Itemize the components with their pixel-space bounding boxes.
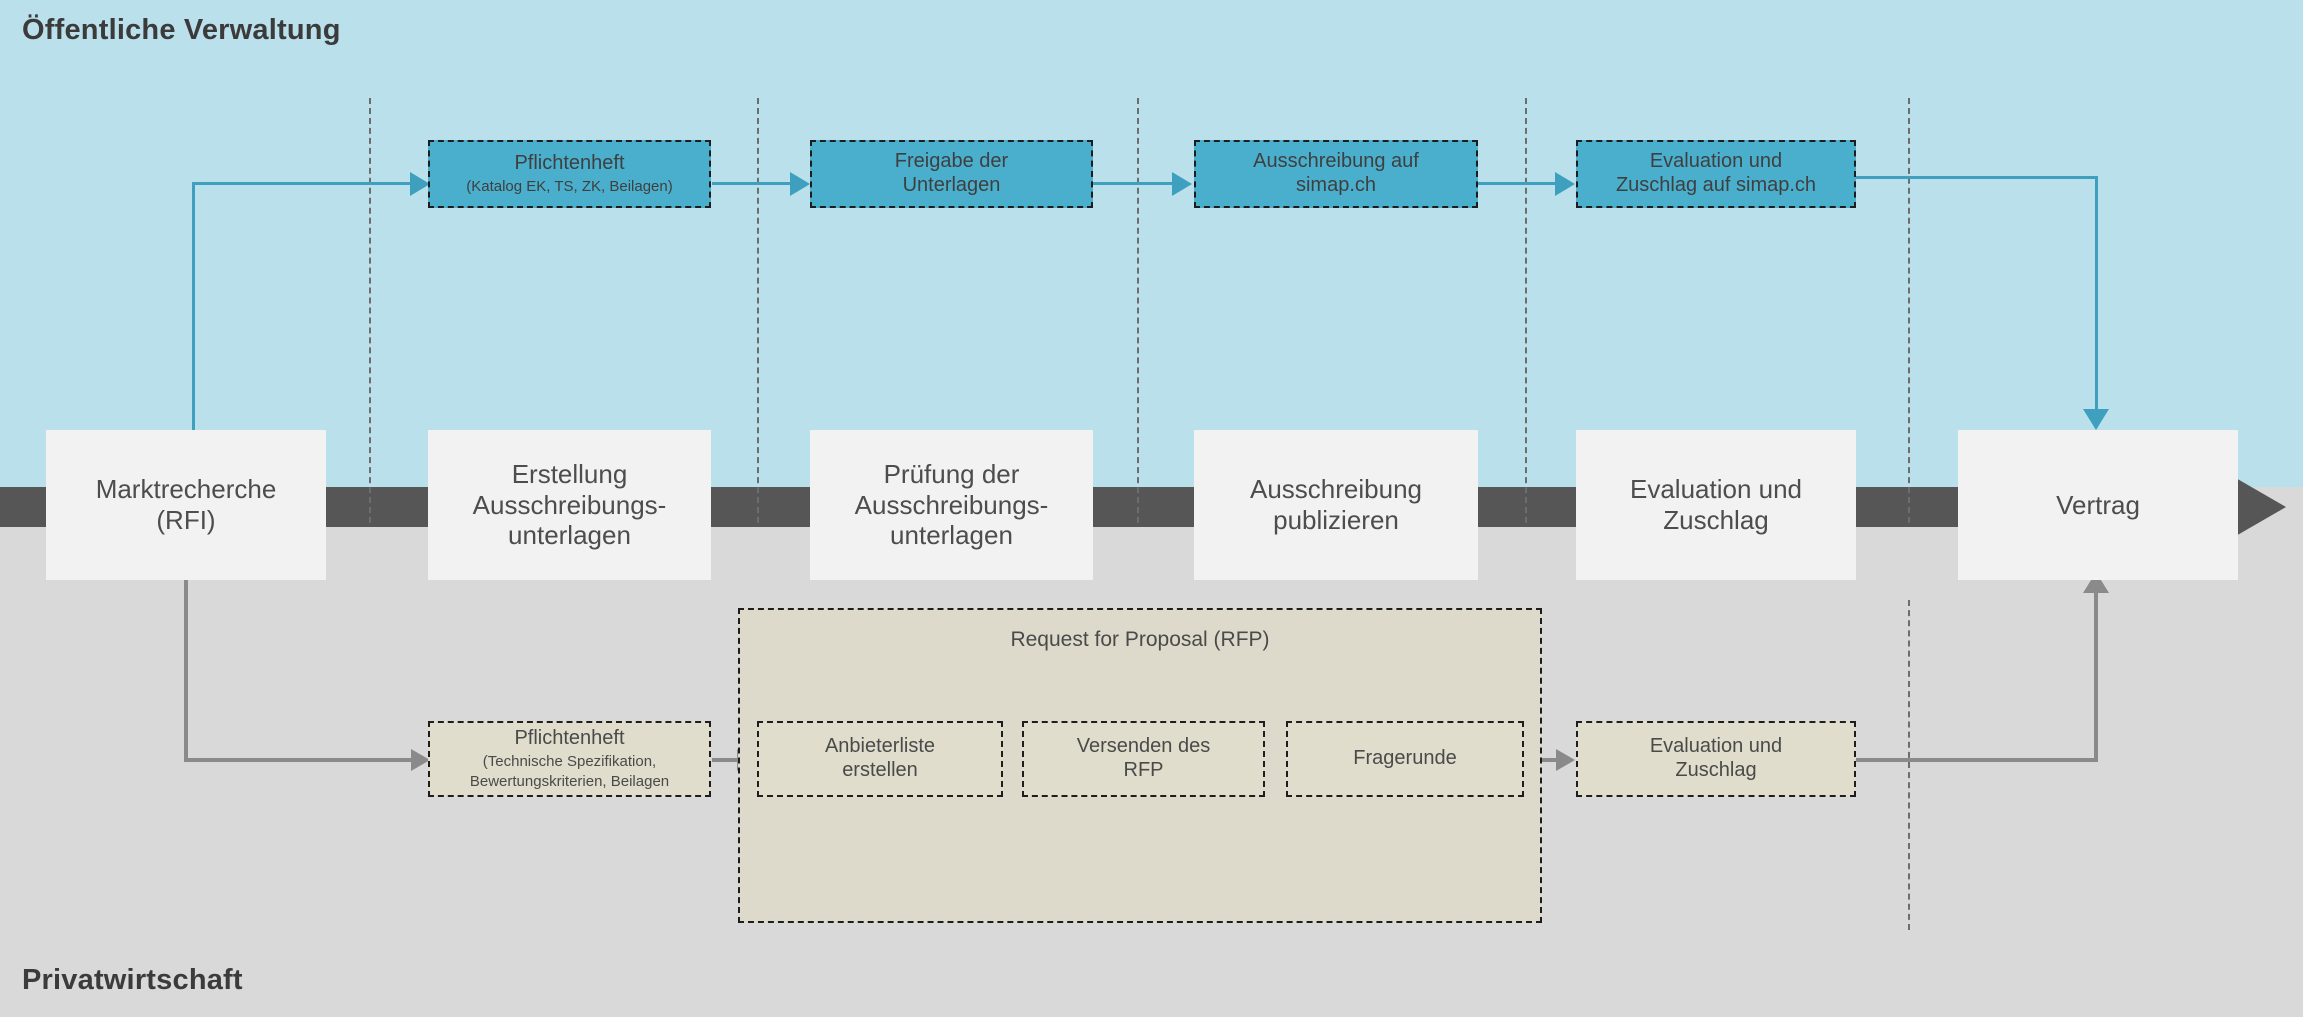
phase-separator-2	[757, 98, 759, 523]
phase-separator-6	[1908, 600, 1910, 930]
connector-simap-to-evaluation	[1478, 182, 1560, 185]
connector-freigabe-to-simap	[1093, 182, 1176, 185]
rfp-group-label: Request for Proposal (RFP)	[1010, 628, 1270, 651]
step-anbieterliste-title: Anbieterliste	[824, 735, 936, 758]
arrowhead-to-pflichtenheft-icon	[410, 172, 430, 196]
step-pflichtenheft-private-subtitle-line2: Bewertungskriterien, Beilagen	[469, 772, 670, 790]
phase-vertrag-line1: Vertrag	[2056, 489, 2140, 520]
arrowhead-to-private-pflichtenheft-icon	[411, 749, 430, 771]
phase-pruefung-line2: Ausschreibungs-	[854, 489, 1049, 520]
step-anbieterliste-title-line2: erstellen	[842, 759, 918, 781]
step-versenden-des-rfp[interactable]: Versenden des RFP	[1022, 721, 1265, 797]
step-pflichtenheft-private-subtitle: (Technische Spezifikation,	[482, 752, 657, 770]
arrowhead-to-freigabe-icon	[790, 172, 810, 196]
step-versenden-title-line2: RFP	[1123, 759, 1164, 781]
step-freigabe-der-unterlagen[interactable]: Freigabe der Unterlagen	[810, 140, 1093, 208]
step-pflichtenheft-private-title: Pflichtenheft	[514, 727, 625, 750]
arrowhead-to-private-evaluation-icon	[1556, 749, 1575, 771]
phase-separator-4	[1525, 98, 1527, 523]
lane-title-private: Privatwirtschaft	[22, 964, 243, 996]
step-evaluation-simap-title-line2: Zuschlag auf simap.ch	[1615, 174, 1817, 196]
phase-erstellung-line3: unterlagen	[508, 520, 631, 551]
step-versenden-title: Versenden des	[1076, 735, 1211, 758]
connector-market-to-pflichtenheft-vertical	[192, 182, 195, 430]
connector-market-to-private-pflichtenheft-horizontal	[184, 758, 417, 762]
phase-ausschreibung-publizieren[interactable]: Ausschreibung publizieren	[1194, 430, 1478, 580]
step-evaluation-private-title: Evaluation und	[1649, 735, 1783, 758]
connector-fragerunde-to-evaluation	[1524, 758, 1564, 762]
phase-vertrag[interactable]: Vertrag	[1958, 430, 2238, 580]
step-evaluation-zuschlag-private[interactable]: Evaluation und Zuschlag	[1576, 721, 1856, 797]
step-freigabe-title-line2: Unterlagen	[902, 174, 1001, 196]
phase-marktrecherche[interactable]: Marktrecherche (RFI)	[46, 430, 326, 580]
phase-erstellung-ausschreibungsunterlagen[interactable]: Erstellung Ausschreibungs- unterlagen	[428, 430, 711, 580]
connector-pflichtenheft-to-freigabe	[712, 182, 795, 185]
phase-publizieren-line1: Ausschreibung	[1250, 474, 1422, 505]
step-anbieterliste-erstellen[interactable]: Anbieterliste erstellen	[757, 721, 1003, 797]
step-ausschreibung-auf-simap[interactable]: Ausschreibung auf simap.ch	[1194, 140, 1478, 208]
connector-private-pflichtenheft-to-anbieterliste	[712, 758, 742, 762]
phase-erstellung-line2: Ausschreibungs-	[472, 489, 667, 520]
phase-separator-3	[1137, 98, 1139, 523]
step-evaluation-simap-title: Evaluation und	[1649, 150, 1783, 173]
phase-evaluation-line1: Evaluation und	[1629, 474, 1803, 505]
step-fragerunde[interactable]: Fragerunde	[1286, 721, 1524, 797]
phase-pruefung-ausschreibungsunterlagen[interactable]: Prüfung der Ausschreibungs- unterlagen	[810, 430, 1093, 580]
step-ausschreibung-simap-title: Ausschreibung auf	[1253, 150, 1419, 173]
phase-pruefung-line3: unterlagen	[890, 520, 1013, 551]
phase-marktrecherche-line2: (RFI)	[156, 505, 216, 535]
connector-market-to-pflichtenheft-horizontal	[192, 182, 420, 185]
arrowhead-to-vertrag-icon	[2083, 409, 2109, 430]
step-evaluation-private-title-line2: Zuschlag	[1675, 759, 1757, 781]
phase-evaluation-line2: Zuschlag	[1663, 505, 1769, 535]
step-ausschreibung-simap-title-line2: simap.ch	[1295, 174, 1377, 196]
phase-evaluation-und-zuschlag[interactable]: Evaluation und Zuschlag	[1576, 430, 1856, 580]
connector-evaluation-to-vertrag-vertical	[2095, 176, 2098, 418]
arrowhead-to-simap-icon	[1172, 172, 1192, 196]
process-band	[0, 487, 2233, 527]
step-pflichtenheft-public-subtitle: (Katalog EK, TS, ZK, Beilagen)	[466, 177, 673, 195]
lane-title-public: Öffentliche Verwaltung	[22, 14, 341, 46]
step-pflichtenheft-public[interactable]: Pflichtenheft (Katalog EK, TS, ZK, Beila…	[428, 140, 711, 208]
step-pflichtenheft-private[interactable]: Pflichtenheft (Technische Spezifikation,…	[428, 721, 711, 797]
step-fragerunde-title: Fragerunde	[1353, 747, 1457, 770]
step-pflichtenheft-public-title: Pflichtenheft	[514, 152, 625, 175]
phase-marktrecherche-line1: Marktrecherche	[95, 474, 277, 505]
connector-private-evaluation-to-vertrag-vertical	[2094, 592, 2098, 762]
connector-evaluation-to-vertrag-horizontal	[1856, 176, 2098, 179]
lane-public-administration	[0, 0, 2303, 487]
connector-market-to-private-pflichtenheft-vertical	[184, 580, 188, 762]
connector-private-evaluation-to-vertrag-horizontal	[1856, 758, 2098, 762]
step-evaluation-zuschlag-simap[interactable]: Evaluation und Zuschlag auf simap.ch	[1576, 140, 1856, 208]
phase-erstellung-line1: Erstellung	[511, 458, 628, 489]
phase-publizieren-line2: publizieren	[1273, 505, 1399, 535]
arrowhead-to-evaluation-simap-icon	[1555, 172, 1575, 196]
phase-separator-1	[369, 98, 371, 523]
phase-pruefung-line1: Prüfung der	[883, 458, 1020, 489]
step-freigabe-title: Freigabe der	[894, 150, 1009, 173]
phase-separator-5	[1908, 98, 1910, 523]
